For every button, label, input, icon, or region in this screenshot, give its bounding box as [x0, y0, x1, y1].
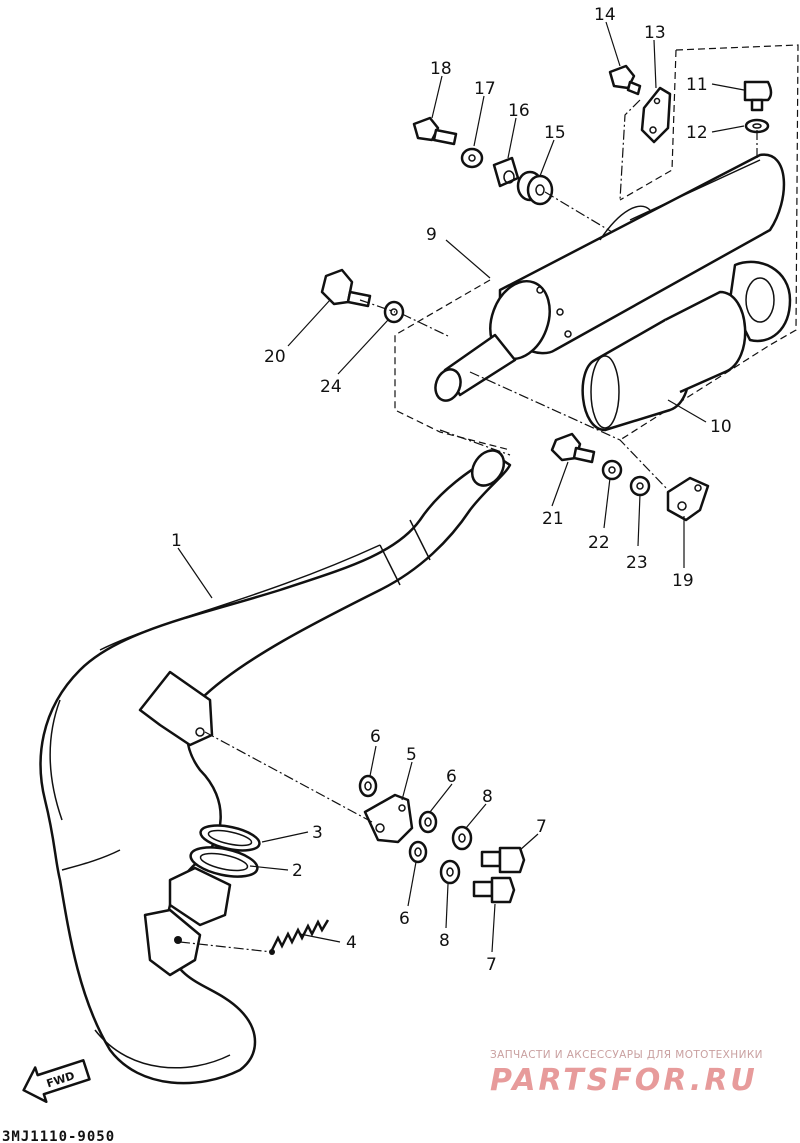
- bolt-7b: [472, 876, 516, 904]
- washer-17: [460, 147, 484, 169]
- washer-6c: [408, 840, 428, 864]
- callout-2: 2: [292, 861, 303, 881]
- callout-1: 1: [171, 531, 182, 551]
- bolt-7a: [480, 846, 526, 874]
- pipe-flange: [168, 866, 232, 927]
- callout-7b: 7: [486, 955, 497, 975]
- callout-19: 19: [672, 571, 694, 591]
- callout-6a: 6: [370, 727, 381, 747]
- callout-8a: 8: [482, 787, 493, 807]
- assembly-lines: [179, 99, 758, 953]
- bolt-11: [743, 80, 773, 112]
- callout-9: 9: [426, 225, 437, 245]
- callout-8b: 8: [439, 931, 450, 951]
- pipe-mount-bracket: [138, 670, 214, 747]
- watermark-brand: PARTSFOR.RU: [490, 1063, 758, 1098]
- diagram-code: 3MJ1110-9050: [2, 1129, 115, 1143]
- bolt-18: [412, 116, 458, 146]
- bracket-19: [666, 476, 710, 522]
- callout-13: 13: [644, 23, 666, 43]
- callout-10: 10: [710, 417, 732, 437]
- callout-18: 18: [430, 59, 452, 79]
- fwd-direction-arrow: FWD: [22, 1059, 91, 1104]
- callout-16: 16: [508, 101, 530, 121]
- callout-14: 14: [594, 5, 616, 25]
- callout-11: 11: [686, 75, 708, 95]
- bolt-14: [608, 64, 642, 96]
- collar-16: [492, 156, 520, 188]
- callout-7a: 7: [536, 817, 547, 837]
- callout-15: 15: [544, 123, 566, 143]
- bracket-13: [640, 86, 672, 144]
- spring-hook-hole: [174, 936, 182, 944]
- callout-3: 3: [312, 823, 323, 843]
- washer-6a: [358, 774, 378, 798]
- washer-23: [629, 475, 651, 497]
- washer-22: [601, 459, 623, 481]
- callout-17: 17: [474, 79, 496, 99]
- washer-8a: [451, 825, 473, 851]
- washer-8b: [439, 859, 461, 885]
- spring-hook-bracket: [143, 908, 202, 977]
- bolt-21: [550, 432, 596, 464]
- packing-10: [581, 290, 747, 432]
- callout-20: 20: [264, 347, 286, 367]
- callout-24: 24: [320, 377, 342, 397]
- callout-21: 21: [542, 509, 564, 529]
- callout-23: 23: [626, 553, 648, 573]
- callout-5: 5: [406, 745, 417, 765]
- mount-hole: [195, 727, 205, 737]
- grommet-15: [516, 170, 554, 206]
- callout-12: 12: [686, 123, 708, 143]
- watermark-tagline: ЗАПЧАСТИ И АКСЕССУАРЫ ДЛЯ МОТОТЕХНИКИ: [490, 1049, 763, 1061]
- callout-4: 4: [346, 933, 357, 953]
- callout-6b: 6: [446, 767, 457, 787]
- bracket-5: [363, 793, 414, 844]
- gasket-2: [189, 846, 259, 878]
- exhaust-pipe: [39, 449, 512, 1085]
- washer-6b: [418, 810, 438, 834]
- callout-22: 22: [588, 533, 610, 553]
- silencer-9: [434, 153, 786, 402]
- callout-6c: 6: [399, 909, 410, 929]
- bolt-20: [320, 268, 372, 308]
- leader-lines: [177, 21, 745, 953]
